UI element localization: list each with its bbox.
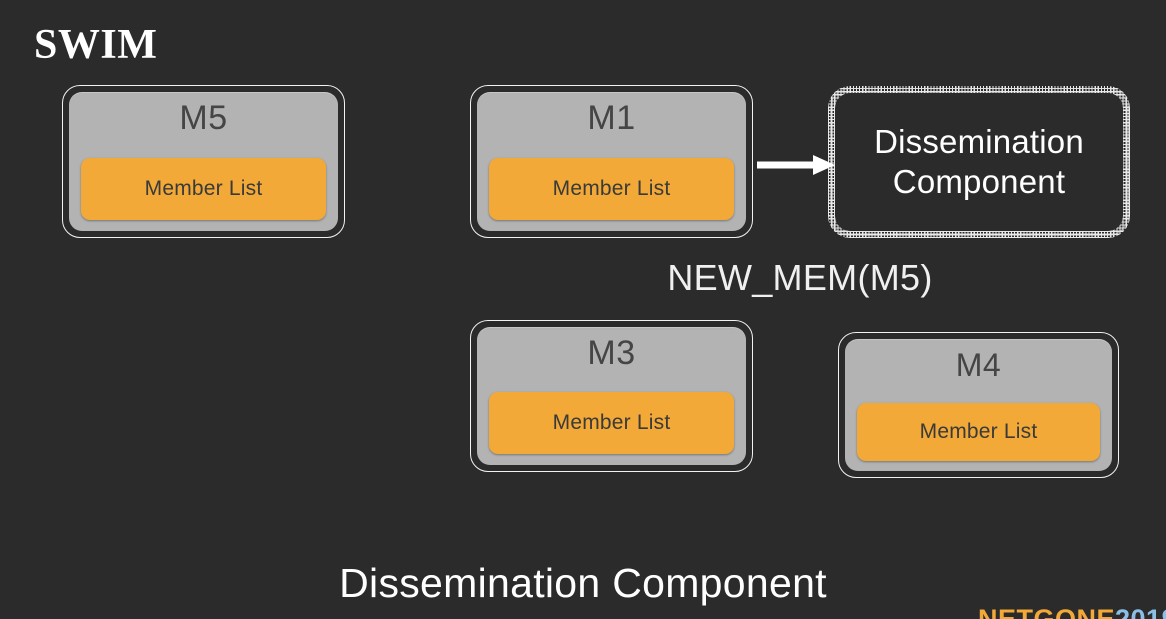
message-label: NEW_MEM(M5) [667,257,933,298]
dissemination-component-box[interactable]: Dissemination Component [828,86,1130,238]
member-list-label: Member List [144,177,263,200]
member-node-title: M5 [179,99,228,137]
member-node-body: M3 Member List [477,327,746,465]
member-node-title: M1 [587,99,636,137]
bottom-caption: Dissemination Component [339,560,827,606]
member-list-box[interactable]: Member List [489,158,734,220]
member-node-title: M3 [587,334,636,372]
conference-logo-part-a: NETGONE [978,604,1116,619]
member-node-body: M1 Member List [477,92,746,231]
member-node-title: M4 [955,347,1002,383]
member-node-m5[interactable]: M5 Member List [62,85,345,238]
conference-logo-part-b: 2019 [1115,604,1166,619]
member-node-body: M5 Member List [69,92,338,231]
member-node-m1[interactable]: M1 Member List [470,85,753,238]
dissemination-component-label: Dissemination Component [824,122,1134,202]
member-node-m3[interactable]: M3 Member List [470,320,753,472]
member-node-body: M4 Member List [845,339,1112,471]
dissemination-label-line2: Component [892,163,1066,200]
member-list-box[interactable]: Member List [489,392,734,454]
conference-logo: NETGONE2019 [978,604,1166,619]
page-title: SWIM [34,22,158,68]
dissemination-label-line1: Dissemination [874,123,1084,160]
member-list-label: Member List [552,177,671,200]
member-list-label: Member List [919,420,1038,443]
member-list-box[interactable]: Member List [81,158,326,220]
member-list-label: Member List [552,411,671,434]
member-list-box[interactable]: Member List [857,403,1100,461]
member-node-m4[interactable]: M4 Member List [838,332,1119,478]
